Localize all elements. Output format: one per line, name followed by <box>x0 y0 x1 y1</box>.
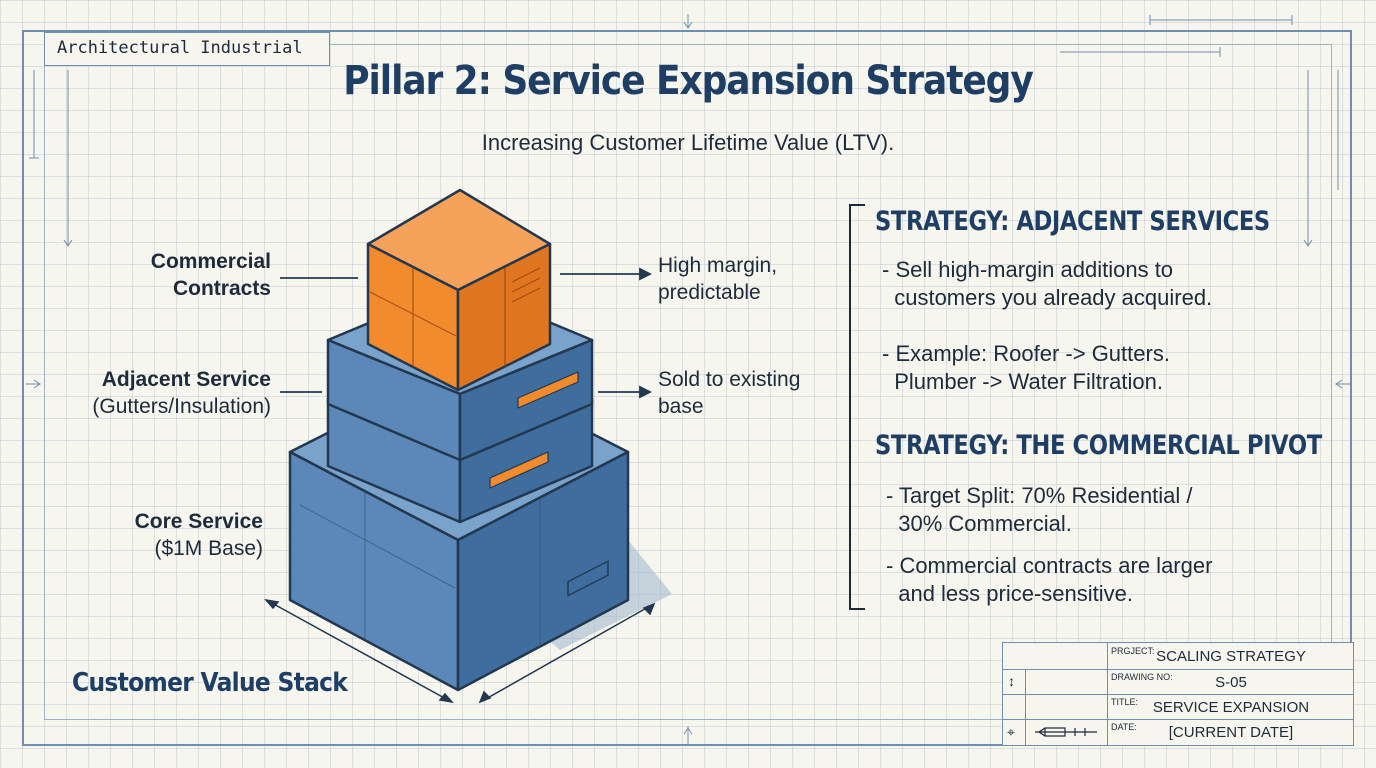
strategy-heading-adjacent: STRATEGY: ADJACENT SERVICES <box>875 206 1270 237</box>
title-key: TITLE: <box>1111 697 1139 707</box>
dimension-icon: ↕ <box>1008 673 1015 689</box>
commercial-contracts-block <box>366 188 552 392</box>
drawing-key: DRAWING NO: <box>1111 672 1173 682</box>
drawing-value: S-05 <box>1215 674 1247 691</box>
page-title: Pillar 2: Service Expansion Strategy <box>343 58 1034 104</box>
note-commercial: High margin,predictable <box>658 254 778 304</box>
inner-frame <box>44 44 1332 720</box>
project-key: PRGJECT: <box>1111 646 1155 656</box>
date-key: DATE: <box>1111 722 1137 732</box>
strategy-bullet: - Example: Roofer -> Gutters. Plumber ->… <box>882 341 1170 394</box>
style-tag: Architectural Industrial <box>44 32 330 66</box>
strategy-bullet: - Commercial contracts are larger and le… <box>886 553 1213 606</box>
strategy-bullet: - Sell high-margin additions to customer… <box>882 257 1213 310</box>
label-adjacent-service: Adjacent Service(Gutters/Insulation) <box>92 368 271 418</box>
strategy-heading-commercial: STRATEGY: THE COMMERCIAL PIVOT <box>875 430 1322 461</box>
frame-markers <box>26 14 1350 744</box>
leader-lines <box>280 267 653 399</box>
dimension-arrows <box>264 598 656 704</box>
label-core-service: Core Service($1M Base) <box>134 510 263 560</box>
outer-frame <box>22 30 1352 746</box>
page-subtitle: Increasing Customer Lifetime Value (LTV)… <box>481 130 895 155</box>
stack-caption: Customer Value Stack <box>72 668 348 698</box>
pencil-icon <box>1035 727 1097 737</box>
title-value: SERVICE EXPANSION <box>1152 699 1310 716</box>
date-value: [CURRENT DATE] <box>1168 724 1294 741</box>
crosshair-icon: ⌖ <box>1007 724 1015 740</box>
project-value: SCALING STRATEGY <box>1156 648 1306 665</box>
drawing-title-block: ↕ ⌖ PRGJECT: SCALING STRATEGY DRAWING NO… <box>1002 642 1354 746</box>
strategy-bullet: - Target Split: 70% Residential / 30% Co… <box>886 483 1193 536</box>
strategy-bracket <box>849 204 865 610</box>
